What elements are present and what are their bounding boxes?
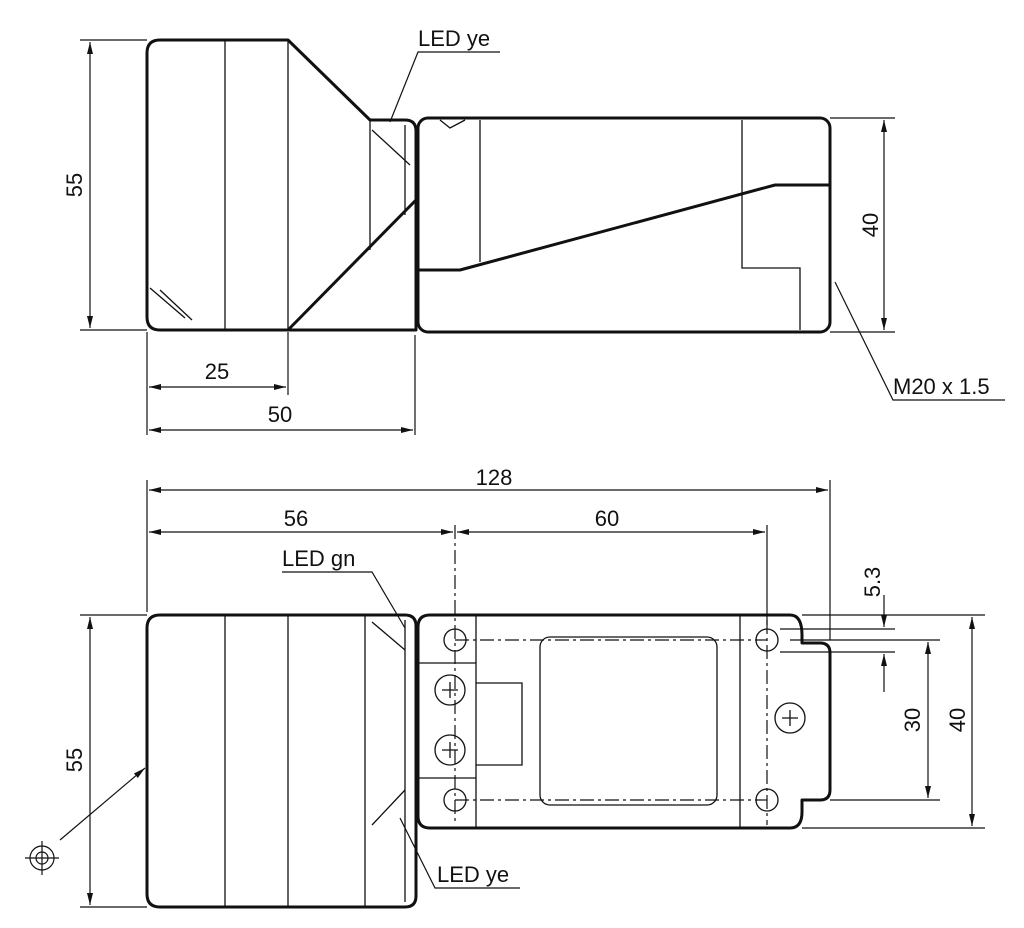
dim-40-top: 40 [858,213,883,237]
dim-30: 30 [900,708,925,732]
top-view: 55 40 25 50 LED ye M20 x 1.5 [62,26,1005,435]
sensor-head-outline [145,38,418,332]
label-area [539,636,718,806]
led-gn-label: LED gn [282,546,355,571]
dim-40-bottom: 40 [945,708,970,732]
dim-128: 128 [476,465,513,490]
mounting-holes [443,628,779,812]
dim-55-top: 55 [62,173,87,197]
bottom-view: 128 56 60 55 5.3 30 40 LED gn LED ye [25,465,985,909]
led-ye-label-bottom: LED ye [437,862,509,887]
dim-50: 50 [268,402,292,427]
dim-5-3: 5.3 [860,567,885,598]
sensing-face-symbol-icon [25,767,146,875]
dim-55-bottom: 55 [62,748,87,772]
dim-56: 56 [284,506,308,531]
sensor-body-outline-bottom [416,613,832,830]
thread-label: M20 x 1.5 [893,374,990,399]
dim-25: 25 [205,359,229,384]
dim-60: 60 [595,506,619,531]
sensor-head-outline-bottom [145,613,418,909]
sensor-body-outline [416,116,832,334]
screws [434,674,806,766]
led-ye-label-top: LED ye [418,26,490,51]
